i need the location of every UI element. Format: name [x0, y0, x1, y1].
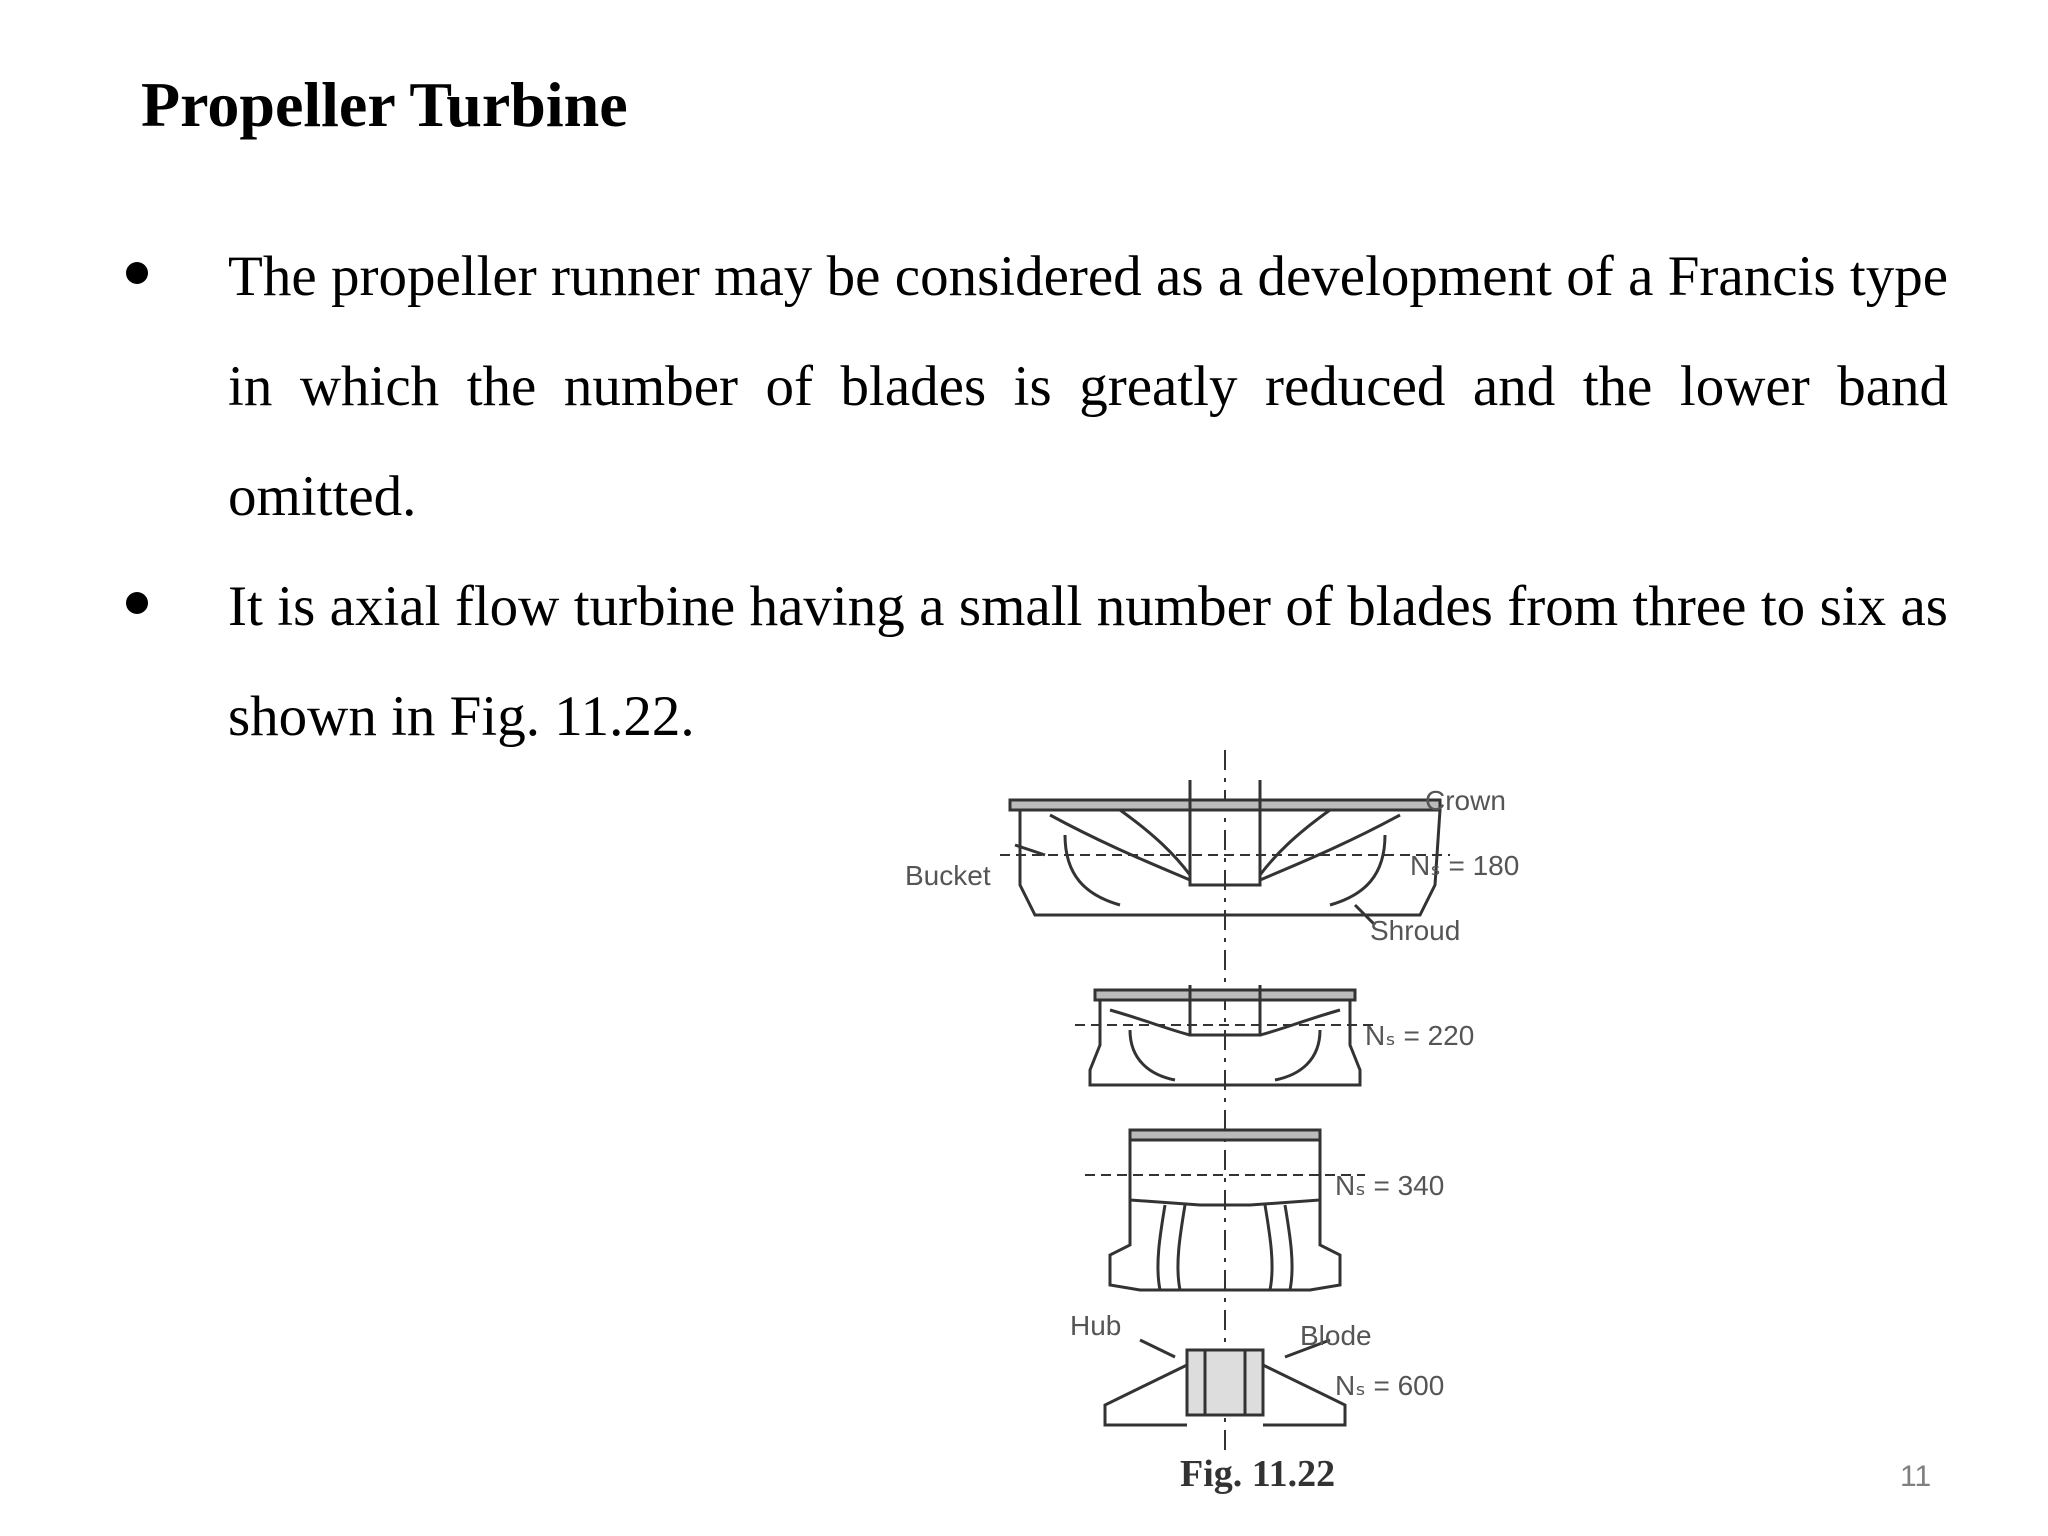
runner-ns-600	[1103, 1348, 1347, 1427]
hub-label: Hub	[1070, 1310, 1121, 1341]
figure-caption: Fig. 11.22	[1180, 1453, 1336, 1495]
shroud-label: Shroud	[1370, 915, 1460, 946]
bullet-dot-icon	[126, 262, 148, 284]
ns-600-label: Nₛ = 600	[1335, 1370, 1444, 1401]
ns-340-label: Nₛ = 340	[1335, 1170, 1444, 1201]
slide-title: Propeller Turbine	[141, 69, 628, 140]
ns-220-label: Nₛ = 220	[1365, 1020, 1474, 1051]
bullet-item: It is axial flow turbine having a small …	[120, 552, 1948, 772]
turbine-runner-figure: Crown Bucket Nₛ = 180 Shroud Nₛ = 220 Nₛ…	[905, 745, 1705, 1515]
bullet-item: The propeller runner may be considered a…	[120, 222, 1948, 552]
bullet-list: The propeller runner may be considered a…	[120, 222, 1948, 772]
page-number: 11	[1900, 1460, 1932, 1493]
bucket-label: Bucket	[905, 860, 991, 891]
runner-ns-180	[1000, 780, 1450, 917]
blade-label: Blode	[1300, 1320, 1372, 1351]
bullet-dot-icon	[126, 592, 148, 614]
runner-ns-220	[1075, 985, 1375, 1087]
runner-diagram: Crown Bucket Nₛ = 180 Shroud Nₛ = 220 Nₛ…	[905, 750, 1519, 1455]
crown-label: Crown	[1425, 785, 1506, 816]
runner-ns-340	[1085, 1128, 1365, 1292]
bullet-text: The propeller runner may be considered a…	[228, 245, 1948, 528]
ns-180-label: Nₛ = 180	[1410, 850, 1519, 881]
bullet-text: It is axial flow turbine having a small …	[228, 575, 1948, 748]
